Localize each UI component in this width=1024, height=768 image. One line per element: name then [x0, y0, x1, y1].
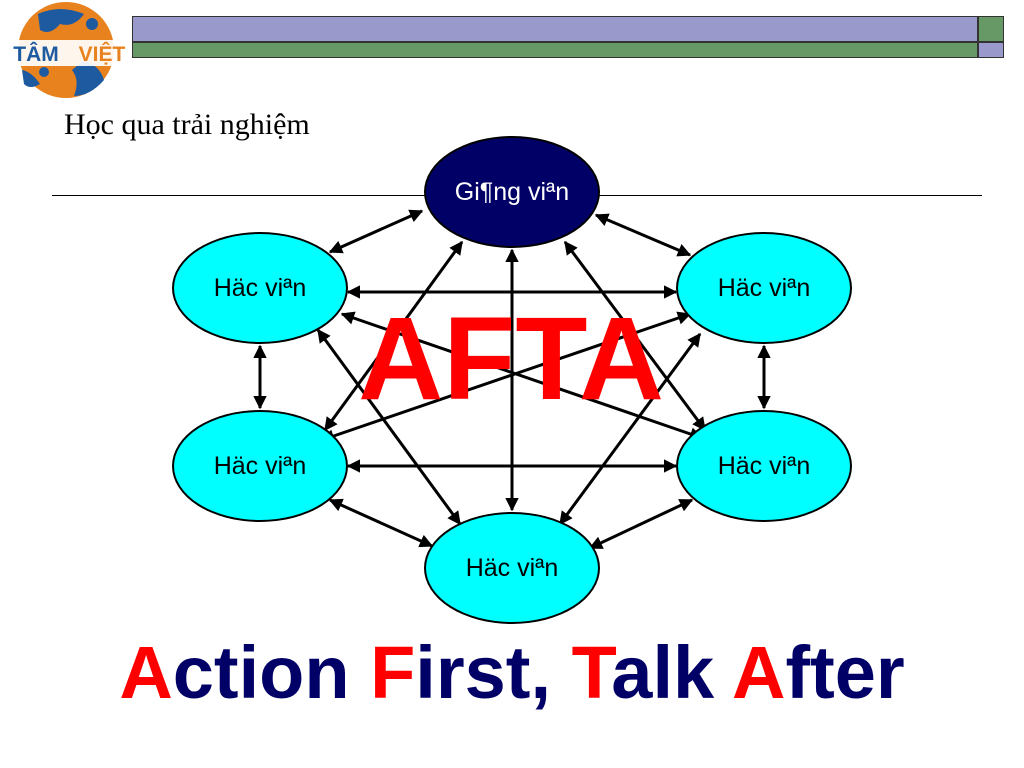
student-node-label: Häc viªn	[213, 273, 307, 302]
student-node-bottom: Häc viªn	[424, 512, 600, 624]
student-node-label: Häc viªn	[717, 451, 811, 480]
header-corner-green	[978, 16, 1004, 42]
slide-title: Học qua trải nghiệm	[64, 108, 310, 141]
student-node-top-left: Häc viªn	[172, 232, 348, 344]
tagline-word-fter: fter	[785, 631, 905, 714]
arrow-topleft-bottom	[316, 328, 462, 526]
tagline-letter-a2: A	[731, 631, 786, 714]
header-bar-green	[132, 42, 978, 58]
tagline-letter-a: A	[119, 631, 173, 714]
tagline-letter-f: F	[370, 631, 416, 714]
arrow-teacher-topright	[594, 213, 692, 257]
arrow-midright-bottom	[588, 498, 694, 550]
tagline-word-alk: alk	[611, 631, 732, 714]
teacher-node: Gi¶ng viªn	[424, 136, 600, 248]
tam-viet-logo: TÂM VIỆT	[2, 2, 130, 98]
tagline-letter-t: T	[571, 631, 612, 714]
tagline: Action First, Talk After	[0, 636, 1024, 710]
student-node-label: Häc viªn	[213, 451, 307, 480]
student-node-label: Häc viªn	[717, 273, 811, 302]
arrow-topright-bottom	[558, 332, 702, 526]
student-node-label: Häc viªn	[465, 553, 559, 582]
header-corner-blue	[978, 42, 1004, 58]
arrow-midleft-bottom	[328, 498, 434, 548]
student-node-mid-left: Häc viªn	[172, 410, 348, 522]
arrow-teacher-topleft	[328, 209, 424, 254]
logo-text-tam: TÂM	[13, 42, 59, 66]
student-node-top-right: Häc viªn	[676, 232, 852, 344]
header-bar-blue	[132, 16, 978, 42]
tagline-word-irst: irst,	[415, 631, 572, 714]
teacher-node-label: Gi¶ng viªn	[454, 177, 570, 206]
student-node-mid-right: Häc viªn	[676, 410, 852, 522]
logo-text-viet: VIỆT	[79, 42, 126, 66]
tagline-word-ction: ction	[172, 631, 371, 714]
afta-label: AFTA	[358, 293, 664, 425]
